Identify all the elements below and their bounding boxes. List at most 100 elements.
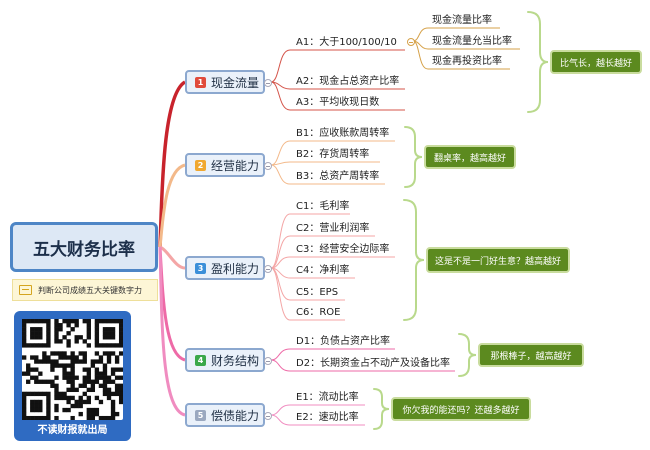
collapse-toggle-icon[interactable] (264, 162, 272, 170)
qr-module (66, 319, 71, 324)
qr-module (50, 379, 55, 384)
category-label: 偿债能力 (211, 408, 260, 423)
category-cash-flow[interactable]: 1 现金流量 (185, 70, 272, 94)
collapse-toggle-icon[interactable] (264, 79, 272, 87)
subtopic-a2[interactable]: A2：现金占总资产比率 (296, 76, 400, 87)
qr-module (86, 387, 91, 393)
leaf-cash-flow-ratio[interactable]: 现金流量比率 (432, 15, 492, 26)
qr-module (118, 339, 124, 344)
callout-operating[interactable]: 翻桌率，越高越好 (424, 145, 516, 169)
qr-module (74, 387, 79, 393)
qr-module (70, 355, 75, 360)
category-operating[interactable]: 2 经营能力 (185, 153, 272, 177)
subtopic-c3[interactable]: C3：经营安全边际率 (296, 244, 390, 255)
qr-module (34, 399, 39, 405)
qr-module (118, 343, 124, 348)
qr-module (118, 391, 124, 397)
qr-module (118, 335, 124, 340)
qr-module (30, 343, 35, 348)
subtopic-b3[interactable]: B3：总资产周转率 (296, 171, 380, 182)
qr-module (46, 343, 51, 348)
qr-module (38, 343, 43, 348)
qr-module (34, 355, 39, 360)
qr-module (106, 395, 112, 401)
category-solvency[interactable]: 5 偿债能力 (185, 403, 272, 427)
callout-profitability[interactable]: 这是不是一门好生意？越高越好 (426, 247, 570, 273)
subtopic-e2[interactable]: E2：速动比率 (296, 412, 359, 423)
qr-module (66, 339, 71, 344)
qr-module (82, 375, 87, 380)
qr-module (110, 367, 116, 372)
qr-module (30, 335, 35, 340)
qr-module (70, 415, 75, 421)
callout-solvency[interactable]: 你欠我的能还吗？还越多越好 (391, 397, 531, 421)
qr-module (86, 399, 91, 405)
qr-module (54, 395, 59, 401)
subtopic-b2[interactable]: B2：存货周转率 (296, 149, 370, 160)
callout-financial-structure[interactable]: 那根棒子，越高越好 (478, 343, 584, 367)
subtopic-a1[interactable]: A1：大于100/100/10 (296, 37, 397, 48)
leaf-cash-flow-adequacy-ratio[interactable]: 现金流量允当比率 (432, 36, 512, 47)
qr-module (34, 335, 39, 340)
qr-module (66, 399, 71, 405)
qr-module (46, 327, 51, 332)
qr-module (94, 379, 100, 384)
qr-module (78, 399, 83, 405)
qr-module (90, 383, 96, 388)
qr-module (22, 391, 27, 397)
qr-module (78, 383, 83, 388)
qr-module (66, 395, 71, 401)
subtopic-d1[interactable]: D1：负债占资产比率 (296, 336, 391, 347)
collapse-toggle-icon[interactable] (264, 265, 272, 273)
qr-module (62, 395, 67, 401)
qr-module (38, 359, 43, 364)
subtopic-c1[interactable]: C1：毛利率 (296, 201, 350, 212)
qr-module (86, 371, 91, 376)
category-financial-structure[interactable]: 4 财务结构 (185, 348, 272, 372)
qr-module (46, 415, 51, 421)
root-topic[interactable]: 五大财务比率 (10, 222, 158, 272)
qr-module (38, 327, 43, 332)
qr-module (118, 351, 124, 356)
collapse-toggle-icon[interactable] (407, 38, 415, 46)
root-title: 五大财务比率 (33, 239, 135, 260)
subtopic-c6[interactable]: C6：ROE (296, 307, 341, 318)
subtopic-c4[interactable]: C4：净利率 (296, 265, 350, 276)
qr-module (30, 399, 35, 405)
subtopic-b1[interactable]: B1：应收账款周转率 (296, 128, 390, 139)
category-number-badge: 2 (195, 159, 206, 171)
qr-module (86, 411, 91, 417)
qr-module (86, 407, 91, 413)
qr-module (86, 323, 91, 328)
qr-module (54, 319, 59, 324)
qr-module (22, 339, 27, 344)
qr-module (70, 395, 75, 401)
qr-module (42, 391, 47, 397)
qr-module (78, 351, 83, 356)
category-profitability[interactable]: 3 盈利能力 (185, 256, 272, 280)
qr-module (102, 415, 108, 421)
subtopic-d2[interactable]: D2：长期资金占不动产及设备比率 (296, 358, 451, 369)
callout-cash-flow[interactable]: 比气长，越长越好 (550, 50, 642, 74)
qr-module (30, 407, 35, 413)
qr-module (70, 327, 75, 332)
qr-module (70, 319, 75, 324)
qr-module (34, 359, 39, 364)
subtopic-e1[interactable]: E1：流动比率 (296, 392, 359, 403)
subtopic-c5[interactable]: C5：EPS (296, 287, 339, 298)
qr-module (106, 379, 112, 384)
collapse-toggle-icon[interactable] (264, 357, 272, 365)
qr-module (118, 319, 124, 324)
qr-module (106, 391, 112, 397)
qr-module (58, 391, 63, 397)
qr-module (98, 375, 104, 380)
qr-module (82, 379, 87, 384)
qr-module (46, 403, 51, 409)
qr-module (78, 359, 83, 364)
subtopic-c2[interactable]: C2：营业利润率 (296, 223, 370, 234)
qr-module (22, 335, 27, 340)
collapse-toggle-icon[interactable] (264, 412, 272, 420)
subtopic-a3[interactable]: A3：平均收现日数 (296, 97, 380, 108)
leaf-cash-reinvestment-ratio[interactable]: 现金再投资比率 (432, 56, 502, 67)
qr-module (106, 335, 112, 340)
